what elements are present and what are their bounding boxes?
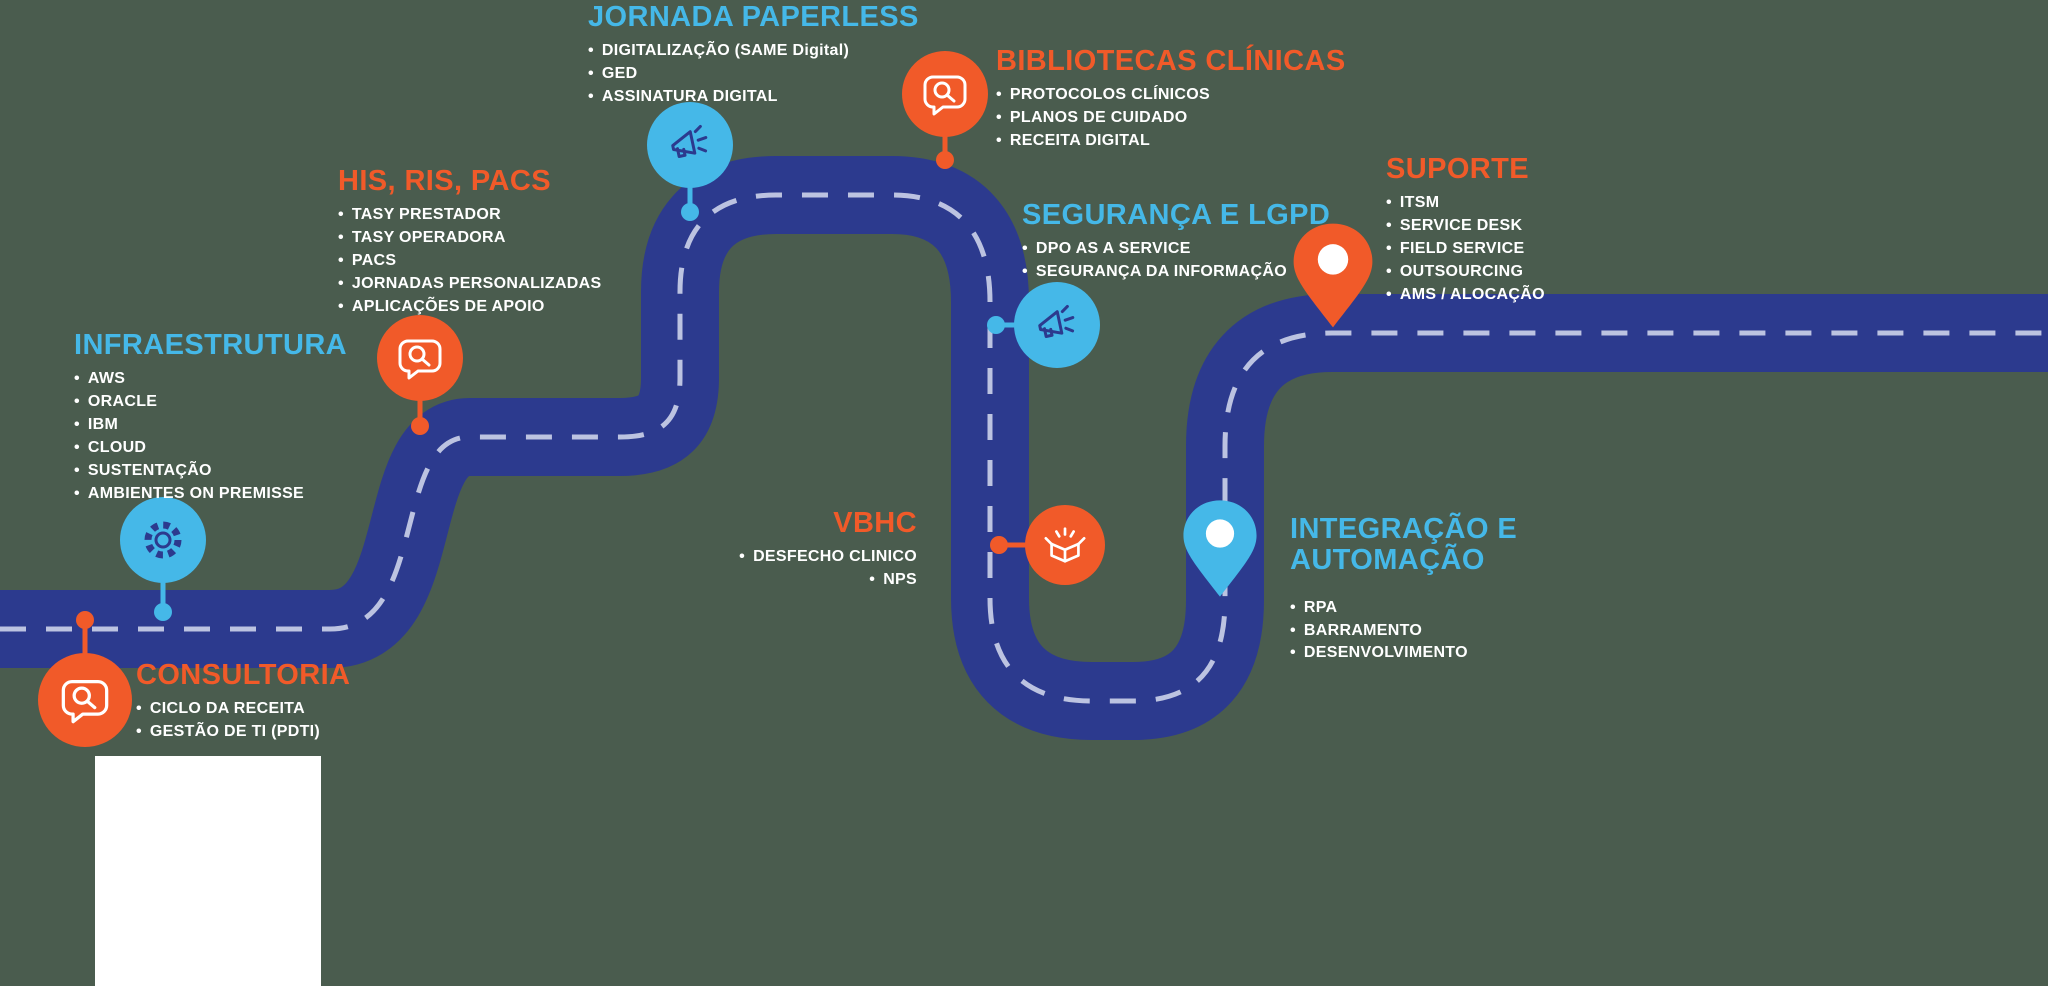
milestone-title: HIS, RIS, PACS <box>338 165 551 197</box>
milestone-title: INFRAESTRUTURA <box>74 329 348 361</box>
milestone-title: SUPORTE <box>1386 153 1529 185</box>
list-item: APLICAÇÕES DE APOIO <box>338 298 602 317</box>
milestone-title: SEGURANÇA E LGPD <box>1022 199 1331 231</box>
list-item: SEGURANÇA DA INFORMAÇÃO <box>1022 263 1330 282</box>
list-item: ITSM <box>1386 194 1545 213</box>
list-item: AMBIENTES ON PREMISSE <box>74 485 347 504</box>
list-item: DESENVOLVIMENTO <box>1290 644 1542 663</box>
list-item: PROTOCOLOS CLÍNICOS <box>996 86 1346 105</box>
milestone-seguranca-lgpd: SEGURANÇA E LGPD DPO AS A SERVICE SEGURAN… <box>1022 199 1331 286</box>
list-item: ORACLE <box>74 393 347 412</box>
list-item: RPA <box>1290 599 1542 618</box>
milestone-items: DESFECHO CLINICO NPS <box>739 548 917 590</box>
milestone-items: TASY PRESTADOR TASY OPERADORA PACS JORNADAS… <box>338 206 602 316</box>
milestone-marker-jornada-paperless <box>647 102 733 188</box>
milestone-title: VBHC <box>833 507 917 539</box>
list-item: DIGITALIZAÇÃO (SAME Digital) <box>588 42 919 61</box>
marker-stem-his-ris-pacs <box>411 396 429 435</box>
marker-stem-bibliotecas-clinicas <box>936 132 954 169</box>
list-item: PLANOS DE CUIDADO <box>996 109 1346 128</box>
megaphone-icon <box>671 124 708 159</box>
milestone-title: INTEGRAÇÃO E AUTOMAÇÃO <box>1290 513 1518 577</box>
list-item: NPS <box>739 571 917 590</box>
megaphone-icon <box>1038 304 1075 339</box>
list-item: SERVICE DESK <box>1386 217 1545 236</box>
list-item: DPO AS A SERVICE <box>1022 240 1330 259</box>
search-bubble-icon <box>61 679 109 724</box>
marker-stem-infraestrutura <box>154 578 172 621</box>
list-item: AWS <box>74 370 347 389</box>
list-item: FIELD SERVICE <box>1386 240 1545 259</box>
list-item: BARRAMENTO <box>1290 622 1542 641</box>
search-bubble-icon <box>398 339 442 380</box>
list-item: RECEITA DIGITAL <box>996 132 1346 151</box>
milestone-title: BIBLIOTECAS CLÍNICAS <box>996 45 1346 77</box>
milestone-title: JORNADA PAPERLESS <box>588 1 919 33</box>
milestone-items: DPO AS A SERVICE SEGURANÇA DA INFORMAÇÃO <box>1022 240 1330 282</box>
milestone-integracao-automacao: INTEGRAÇÃO E AUTOMAÇÃO RPA BARRAMENTO DESE… <box>1290 513 1542 667</box>
list-item: CLOUD <box>74 439 347 458</box>
open-box-icon <box>1044 527 1086 563</box>
list-item: DESFECHO CLINICO <box>739 548 917 567</box>
milestone-items: RPA BARRAMENTO DESENVOLVIMENTO <box>1290 599 1542 664</box>
milestone-items: CICLO DA RECEITA GESTÃO DE TI (PDTI) <box>136 700 350 742</box>
milestone-marker-consultoria <box>38 653 132 747</box>
gear-icon <box>144 521 182 559</box>
list-item: TASY OPERADORA <box>338 229 602 248</box>
milestone-bibliotecas-clinicas: BIBLIOTECAS CLÍNICAS PROTOCOLOS CLÍNICOS… <box>996 45 1346 155</box>
milestone-items: AWS ORACLE IBM CLOUD SUSTENTAÇÃO AMBIENTES ON… <box>74 370 347 503</box>
list-item: GED <box>588 65 919 84</box>
milestone-suporte: SUPORTE ITSM SERVICE DESK FIELD SERVICE OUT… <box>1386 153 1545 309</box>
milestone-marker-seguranca-lgpd <box>1014 282 1100 368</box>
search-bubble-icon <box>923 75 967 116</box>
list-item: ASSINATURA DIGITAL <box>588 88 919 107</box>
cropped-white-panel <box>95 756 321 986</box>
milestone-his-ris-pacs: HIS, RIS, PACS TASY PRESTADOR TASY OPERAD… <box>338 165 602 321</box>
list-item: OUTSOURCING <box>1386 263 1545 282</box>
milestone-infraestrutura: INFRAESTRUTURA AWS ORACLE IBM CLOUD SUSTENTA… <box>74 329 348 508</box>
list-item: IBM <box>74 416 347 435</box>
marker-stem-vbhc <box>990 536 1029 554</box>
milestone-marker-infraestrutura <box>120 497 206 583</box>
list-item: SUSTENTAÇÃO <box>74 462 347 481</box>
list-item: TASY PRESTADOR <box>338 206 602 225</box>
list-item: GESTÃO DE TI (PDTI) <box>136 723 350 742</box>
milestone-marker-his-ris-pacs <box>377 315 463 401</box>
milestone-items: DIGITALIZAÇÃO (SAME Digital) GED ASSINATUR… <box>588 42 919 107</box>
milestone-vbhc: VBHC DESFECHO CLINICO NPS <box>739 507 917 594</box>
list-item: JORNADAS PERSONALIZADAS <box>338 275 602 294</box>
milestone-jornada-paperless: JORNADA PAPERLESS DIGITALIZAÇÃO (SAME Di… <box>588 1 919 111</box>
milestone-items: PROTOCOLOS CLÍNICOS PLANOS DE CUIDADO RECE… <box>996 86 1346 151</box>
road-centerline <box>0 192 2048 704</box>
milestone-marker-vbhc <box>1025 505 1105 585</box>
milestone-consultoria: CONSULTORIA CICLO DA RECEITA GESTÃO DE TI… <box>136 659 351 746</box>
milestone-title: CONSULTORIA <box>136 659 351 691</box>
milestone-items: ITSM SERVICE DESK FIELD SERVICE OUTSOURCING… <box>1386 194 1545 304</box>
list-item: CICLO DA RECEITA <box>136 700 350 719</box>
list-item: AMS / ALOCAÇÃO <box>1386 286 1545 305</box>
list-item: PACS <box>338 252 602 271</box>
milestone-marker-integracao-automacao <box>1180 497 1260 600</box>
map-pin-icon <box>1183 500 1257 597</box>
